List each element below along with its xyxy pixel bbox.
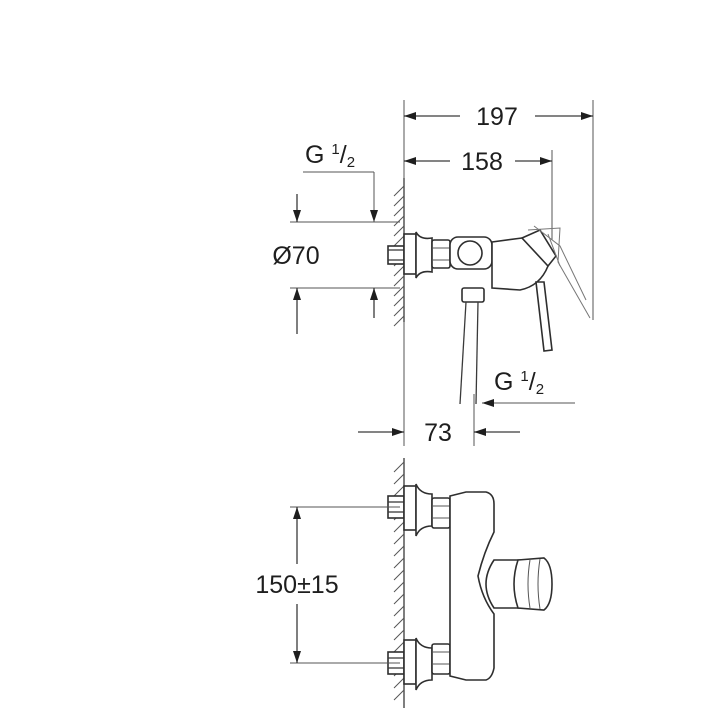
handle-depth-label: 158 [461, 148, 503, 176]
front-handle [485, 557, 553, 611]
side-inlet-nipple [387, 233, 417, 275]
side-outlet [459, 287, 485, 405]
side-view: 197 158 G 1/2 Ø70 [272, 100, 594, 447]
dim-handle-depth: 158 [404, 148, 552, 176]
overall-depth-label: 197 [476, 103, 518, 131]
side-rosette [415, 231, 433, 279]
side-handle-cap [520, 225, 591, 319]
side-lever [535, 281, 553, 352]
front-lower-inlet [387, 637, 451, 691]
front-body [449, 491, 495, 681]
dim-outlet-offset: 73 [358, 394, 520, 447]
front-view: 150±15 [255, 458, 553, 708]
dim-inlet-spacing: 150±15 [255, 506, 400, 664]
thread-top-label: G 1/2 [305, 141, 355, 171]
side-nut [431, 239, 451, 269]
rosette-diameter-label: Ø70 [272, 242, 319, 270]
dim-overall-depth: 197 [404, 103, 593, 131]
inlet-spacing-label: 150±15 [255, 571, 338, 599]
dim-rosette-diameter: Ø70 [272, 194, 400, 334]
outlet-offset-label: 73 [424, 419, 452, 447]
thread-outlet-label: G 1/2 [494, 368, 544, 398]
